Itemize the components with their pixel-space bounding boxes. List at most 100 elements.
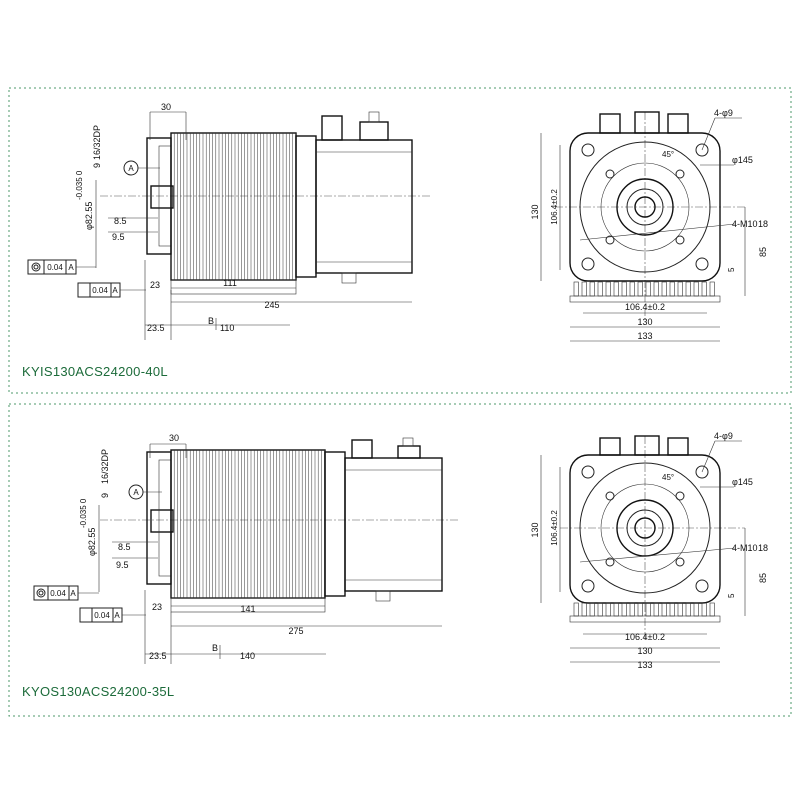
holes-label-2: 4-φ9 xyxy=(714,431,733,441)
front-fin xyxy=(573,281,579,297)
front-fin xyxy=(685,602,691,617)
motor-body-1 xyxy=(170,132,297,281)
dim-30-2: 30 xyxy=(169,433,179,443)
h85-1: 85 xyxy=(758,247,768,257)
front-fin xyxy=(645,281,651,297)
panel-2: 30 16/32DP 9 A φ82.55 -0.035 0 8.5 9.5 0… xyxy=(22,431,768,699)
w133-1: 133 xyxy=(637,331,652,341)
fcf-ref-2b: A xyxy=(114,611,120,620)
side-view-2: 30 16/32DP 9 A φ82.55 -0.035 0 8.5 9.5 0… xyxy=(33,433,460,664)
w130-1: 130 xyxy=(637,317,652,327)
front-fin xyxy=(581,281,587,297)
pcd-label-1: φ145 xyxy=(732,155,753,165)
front-fin xyxy=(637,602,643,617)
front-view-2: 4-φ9 45° φ145 4-M10 18 130 106.4±0.2 85 … xyxy=(530,431,768,670)
dim-tol-1: -0.035 0 xyxy=(75,170,84,200)
dim-8.5-1: 8.5 xyxy=(114,216,127,226)
dim-spline-1: 16/32DP xyxy=(92,125,102,160)
front-fin xyxy=(693,281,699,297)
fcf-ref-1b: A xyxy=(112,286,118,295)
rear-housing-2 xyxy=(344,457,443,592)
dim-9-1: 9 xyxy=(92,163,102,168)
h1064-2: 106.4±0.2 xyxy=(550,510,559,546)
model-name-2: KYOS130ACS24200-35L xyxy=(22,684,174,699)
model-name-1: KYIS130ACS24200-40L xyxy=(22,364,168,379)
front-fin xyxy=(589,602,595,617)
front-fins-1 xyxy=(573,281,715,297)
datum-b-2: B xyxy=(212,643,218,653)
h5-1: 5 xyxy=(727,267,736,272)
bolt-hole-2d xyxy=(695,579,709,593)
front-fin xyxy=(597,281,603,297)
dim-23.5-1: 23.5 xyxy=(147,323,165,333)
dim-9.5-2: 9.5 xyxy=(116,560,129,570)
h85-2: 85 xyxy=(758,573,768,583)
dim-23-2: 23 xyxy=(152,602,162,612)
front-fin xyxy=(709,281,715,297)
front-fin xyxy=(693,602,699,617)
front-fin xyxy=(685,281,691,297)
front-fin xyxy=(637,281,643,297)
cooling-fins-2 xyxy=(173,450,325,598)
panel-border-top xyxy=(8,87,792,394)
front-fin xyxy=(669,281,675,297)
rear-housing-1 xyxy=(315,139,413,274)
dim-9.5-1: 9.5 xyxy=(112,232,125,242)
panel-border-bottom xyxy=(8,403,792,717)
front-fin xyxy=(653,281,659,297)
datum-a-label-2: A xyxy=(133,488,139,497)
bolt-hole-1c xyxy=(581,257,595,271)
front-fin xyxy=(701,281,707,297)
front-fin xyxy=(645,602,651,617)
front-fin xyxy=(605,602,611,617)
front-fin xyxy=(653,602,659,617)
front-fin xyxy=(597,602,603,617)
front-fin xyxy=(573,602,579,617)
front-fin xyxy=(605,281,611,297)
dim-23.5-2: 23.5 xyxy=(149,651,167,661)
bolt-hole-2b xyxy=(695,465,709,479)
datum-a-label-1: A xyxy=(128,164,134,173)
front-fin xyxy=(589,281,595,297)
holes-label-1: 4-φ9 xyxy=(714,108,733,118)
dim-82-1: φ82.55 xyxy=(84,202,94,230)
dim-275-2: 275 xyxy=(288,626,303,636)
front-fin xyxy=(661,281,667,297)
pcd-label-2: φ145 xyxy=(732,477,753,487)
front-view-1: 4-φ9 45° φ145 4-M10 18 130 106.4±0.2 85 … xyxy=(530,108,768,342)
w130-2: 130 xyxy=(637,646,652,656)
bolt-hole-1a xyxy=(581,143,595,157)
angle-label-1: 45° xyxy=(662,150,674,159)
dim-245-1: 245 xyxy=(264,300,279,310)
cooling-fins-1 xyxy=(173,133,297,280)
w1064-1: 106.4±0.2 xyxy=(625,302,665,312)
dim-82-2: φ82.55 xyxy=(87,528,97,556)
dim-spline-2: 16/32DP xyxy=(100,449,110,484)
front-fin xyxy=(709,602,715,617)
dim-111-1: 111 xyxy=(223,278,237,288)
bolt-hole-1d xyxy=(695,257,709,271)
tap-depth-1: 18 xyxy=(758,219,768,229)
front-fin xyxy=(629,602,635,617)
fcf-ref-1a: A xyxy=(68,263,74,272)
front-fin xyxy=(581,602,587,617)
fcf-ref-2a: A xyxy=(70,589,76,598)
fcf-value-2a: 0.04 xyxy=(50,589,66,598)
h130-1: 130 xyxy=(530,204,540,219)
front-fin xyxy=(669,602,675,617)
front-fin xyxy=(677,602,683,617)
dim-30-1: 30 xyxy=(161,102,171,112)
angle-label-2: 45° xyxy=(662,473,674,482)
front-fin xyxy=(701,602,707,617)
front-fin xyxy=(621,281,627,297)
h1064-1: 106.4±0.2 xyxy=(550,189,559,225)
bolt-hole-2a xyxy=(581,465,595,479)
datum-b-1: B xyxy=(208,316,214,326)
w1064-2: 106.4±0.2 xyxy=(625,632,665,642)
dim-23-1: 23 xyxy=(150,280,160,290)
tap-depth-2: 18 xyxy=(758,543,768,553)
fcf-value-1a: 0.04 xyxy=(47,263,63,272)
bolt-hole-2c xyxy=(581,579,595,593)
side-view-1: 30 16/32DP 9 A φ82.55 -0.035 0 8.5 9.5 0… xyxy=(27,102,430,340)
dim-8.5-2: 8.5 xyxy=(118,542,131,552)
